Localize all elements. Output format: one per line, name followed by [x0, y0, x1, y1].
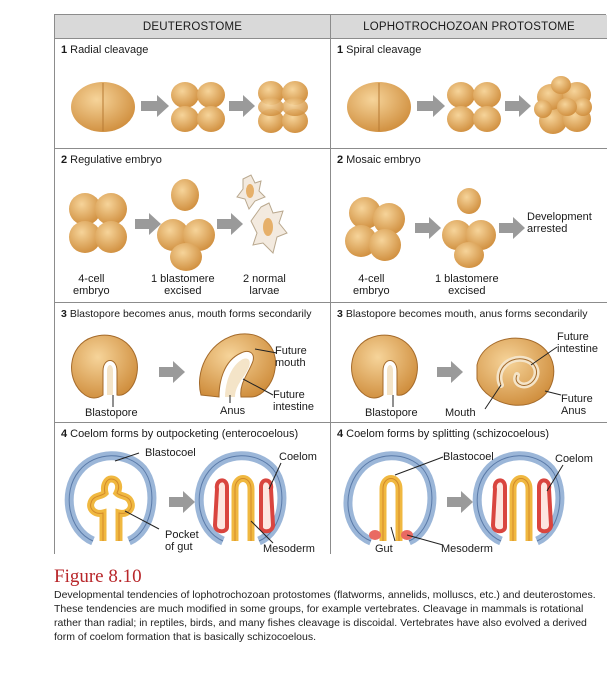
- arrow-icon: [461, 491, 473, 513]
- arrow-icon: [519, 95, 531, 117]
- normal-larvae: [236, 174, 288, 254]
- blastopore-mouth-illustration: [351, 334, 562, 410]
- arrow-icon: [173, 361, 185, 383]
- four-cell-stage: [447, 82, 501, 132]
- label-future-anus: Future Anus: [561, 393, 593, 417]
- regulative-embryo-illustration: [69, 174, 288, 271]
- arrow-icon: [231, 213, 243, 235]
- arrow-icon: [429, 217, 441, 239]
- radial-cleavage-illustration: [71, 81, 308, 133]
- label-development-arrested: Development arrested: [527, 211, 592, 235]
- label-mesoderm: Mesoderm: [263, 543, 315, 555]
- arrow-icon: [513, 217, 525, 239]
- label-gut: Gut: [375, 543, 393, 555]
- mosaic-embryo-illustration: [345, 188, 525, 268]
- gastrula: [71, 334, 138, 399]
- embryo-coelom-formed: [472, 451, 565, 546]
- figure-caption: Developmental tendencies of lophotrochoz…: [54, 589, 596, 643]
- label-mouth: Mouth: [445, 407, 476, 419]
- eight-cell-stage: [258, 81, 308, 133]
- three-cell-remainder: [442, 220, 496, 268]
- arrow-icon: [243, 95, 255, 117]
- four-cell-stage: [171, 82, 225, 132]
- label-pocket-of-gut: Pocket of gut: [165, 529, 199, 553]
- arrow-icon: [451, 361, 463, 383]
- excised-blastomere: [457, 188, 481, 214]
- label-mesoderm: Mesoderm: [441, 543, 493, 555]
- label-blastopore: Blastopore: [85, 407, 138, 419]
- arrow-icon: [433, 95, 445, 117]
- developing-embryo: [199, 333, 277, 398]
- label-coelom: Coelom: [279, 451, 317, 463]
- arrow-icon: [183, 491, 195, 513]
- four-cell-embryo: [345, 197, 405, 261]
- label-four-cell-embryo: 4-cell embryo: [353, 273, 390, 297]
- label-blastopore: Blastopore: [365, 407, 418, 419]
- label-future-intestine: Future intestine: [273, 389, 314, 413]
- label-one-blastomere-excised: 1 blastomere excised: [435, 273, 499, 297]
- label-future-intestine: Future intestine: [557, 331, 598, 355]
- spiral-embryo: [476, 337, 555, 406]
- column-header-deuterostome: DEUTEROSTOME: [55, 15, 331, 39]
- excised-blastomere: [171, 179, 199, 211]
- three-cell-remainder: [157, 219, 215, 271]
- figure-title: Figure 8.10: [54, 566, 142, 587]
- column-header-protostome: LOPHOTROCHOZOAN PROTOSTOME: [331, 15, 607, 39]
- embryo-coelom-formed: [194, 451, 287, 546]
- four-cell-embryo: [69, 193, 127, 253]
- label-blastocoel: Blastocoel: [145, 447, 196, 459]
- arrow-icon: [149, 213, 161, 235]
- gastrula: [351, 334, 418, 399]
- label-one-blastomere-excised: 1 blastomere excised: [151, 273, 215, 297]
- comparison-figure: DEUTEROSTOME LOPHOTROCHOZOAN PROTOSTOME …: [54, 14, 607, 555]
- spiral-eight-cell-stage: [534, 76, 592, 134]
- label-coelom: Coelom: [555, 453, 593, 465]
- label-normal-larvae: 2 normal larvae: [243, 273, 286, 297]
- spiral-cleavage-illustration: [347, 76, 592, 134]
- label-future-mouth: Future mouth: [275, 345, 307, 369]
- embryo-splitting: [343, 451, 437, 546]
- schizocoelous-illustration: [343, 451, 565, 546]
- label-anus: Anus: [220, 405, 246, 417]
- arrow-icon: [157, 95, 169, 117]
- label-four-cell-embryo: 4-cell embryo: [73, 273, 110, 297]
- enterocoelous-illustration: [64, 451, 287, 546]
- label-blastocoel: Blastocoel: [443, 451, 494, 463]
- embryo-outpocketing: [64, 451, 157, 546]
- blastopore-anus-illustration: [71, 333, 278, 407]
